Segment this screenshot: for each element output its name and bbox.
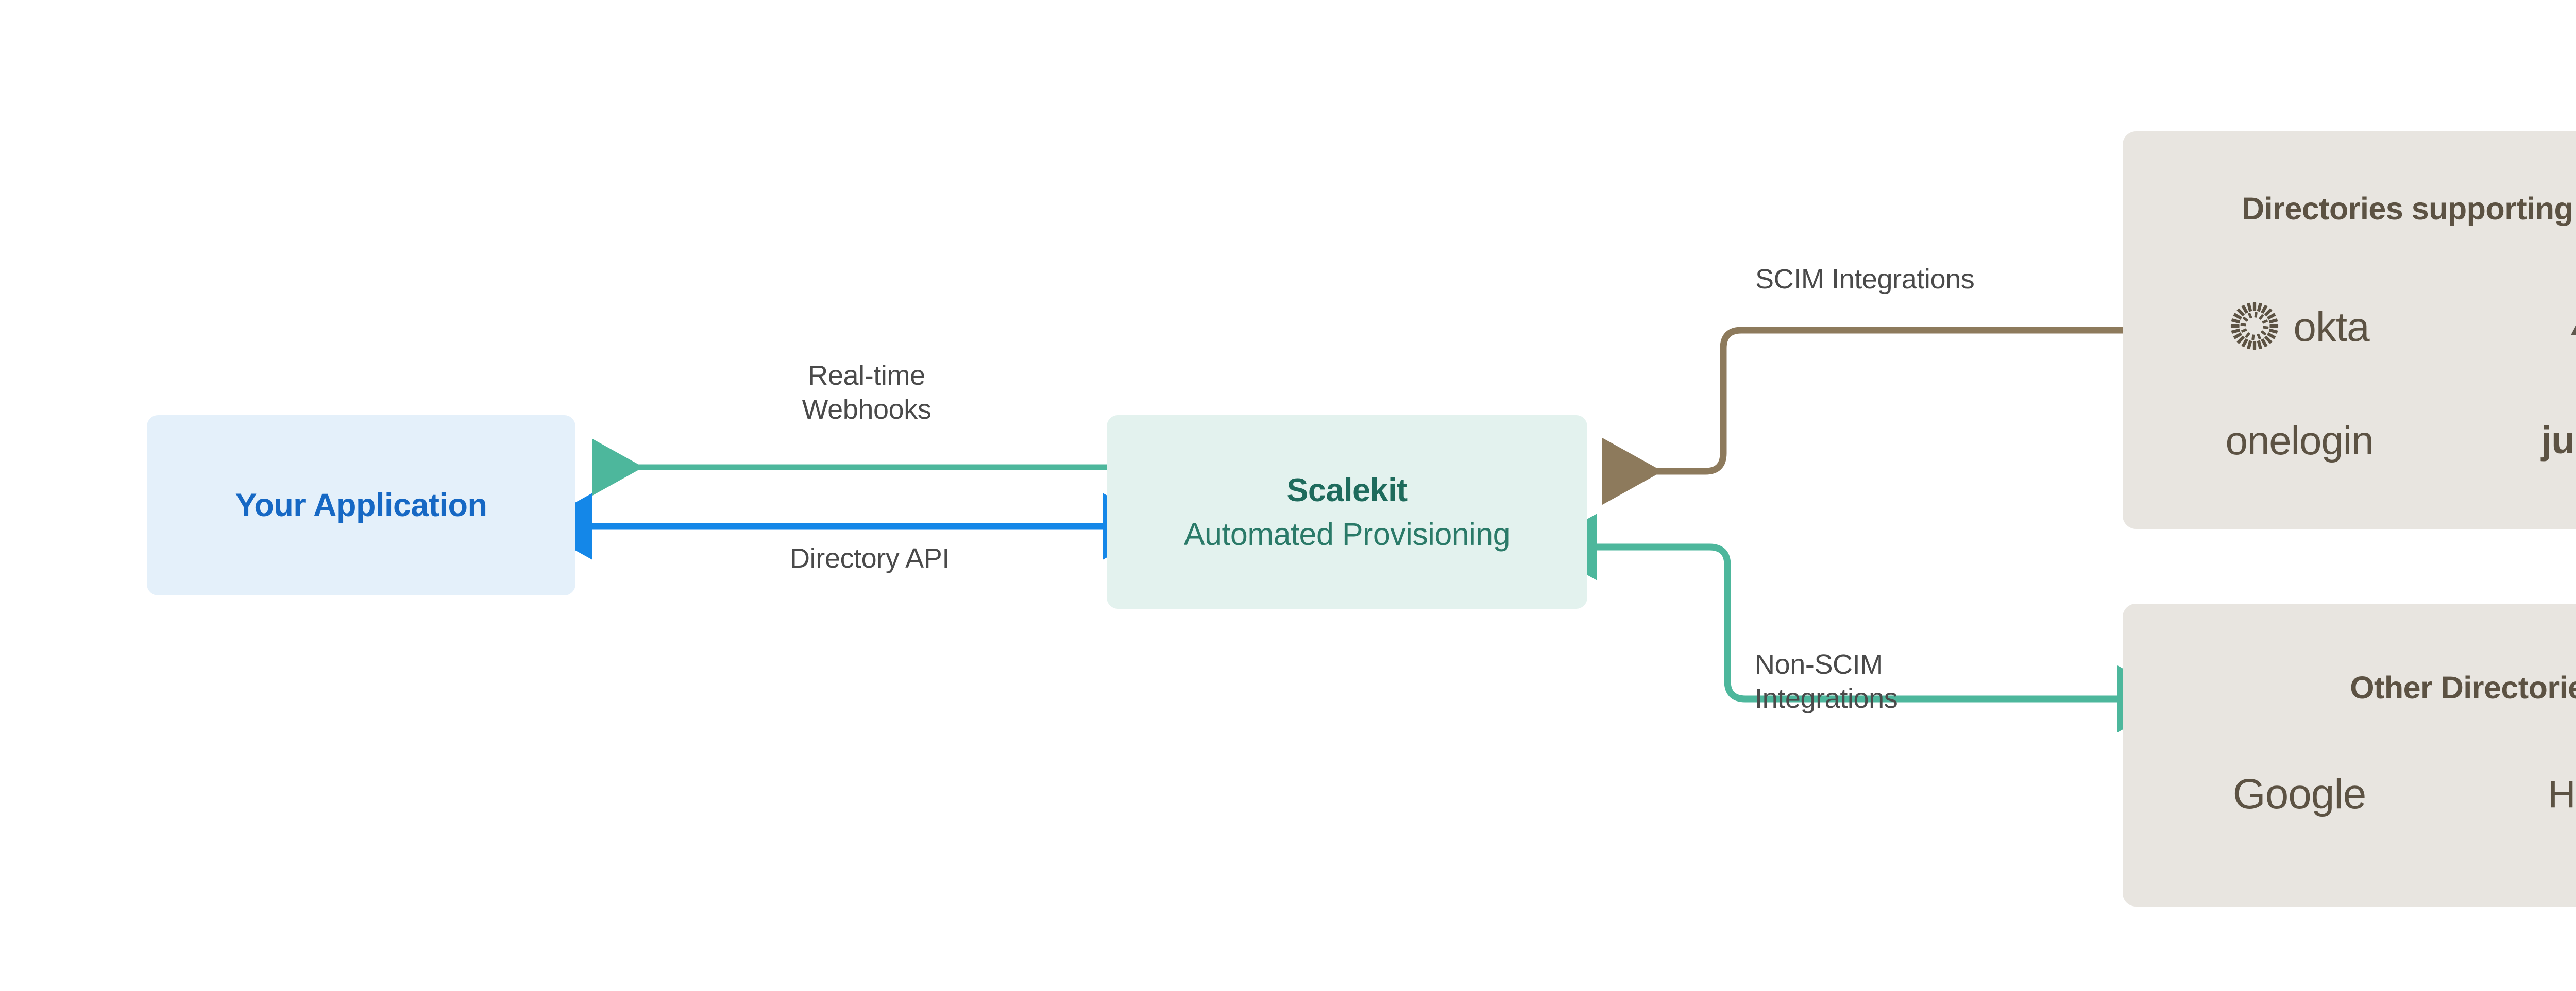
other-logo-grid: Google HRMS/HRIS bbox=[2123, 753, 2576, 835]
other-panel-title: Other Directories bbox=[2350, 670, 2576, 705]
hrms-hris-label: HRMS/HRIS bbox=[2548, 773, 2576, 815]
jumpcloud-label: jumpcloud bbox=[2541, 419, 2576, 462]
edge-label-scim-integrations: SCIM Integrations bbox=[1755, 264, 1975, 295]
logo-hrms-hris[interactable]: HRMS/HRIS bbox=[2476, 753, 2576, 835]
logo-jumpcloud[interactable]: jumpcloud TM bbox=[2476, 399, 2576, 482]
edge-label-non-scim-integrations: Non-SCIM Integrations bbox=[1755, 649, 1898, 714]
google-label: Google bbox=[2232, 771, 2366, 817]
onelogin-label: onelogin bbox=[2225, 418, 2374, 463]
logo-azure[interactable]: Azure bbox=[2476, 286, 2576, 368]
okta-label: okta bbox=[2293, 304, 2369, 350]
edge-label-directory-api: Directory API bbox=[790, 543, 950, 574]
edge-label-webhooks: Real-time Webhooks bbox=[802, 360, 931, 425]
logo-okta[interactable]: okta bbox=[2123, 286, 2476, 368]
edge-scim-integrations bbox=[1602, 327, 2123, 505]
scalekit-subtitle: Automated Provisioning bbox=[1183, 517, 1511, 552]
azure-a-icon bbox=[2570, 302, 2576, 352]
scim-panel-title: Directories supporting SCIM 2.0 bbox=[2242, 191, 2576, 226]
your-application-label: Your Application bbox=[235, 487, 488, 523]
panel-scim-directories: Directories supporting SCIM 2.0 bbox=[2123, 131, 2576, 529]
scim-logo-grid: okta Azure onelogin jumpcloud TM bbox=[2123, 286, 2576, 482]
node-your-application[interactable]: Your Application bbox=[147, 415, 575, 595]
scalekit-title: Scalekit bbox=[1286, 472, 1408, 508]
node-scalekit[interactable]: Scalekit Automated Provisioning bbox=[1107, 415, 1587, 609]
logo-onelogin[interactable]: onelogin bbox=[2123, 399, 2476, 482]
logo-google[interactable]: Google bbox=[2123, 753, 2476, 835]
okta-sunburst-icon bbox=[2229, 301, 2280, 354]
panel-other-directories: Other Directories Google HRMS/HRIS bbox=[2123, 604, 2576, 907]
